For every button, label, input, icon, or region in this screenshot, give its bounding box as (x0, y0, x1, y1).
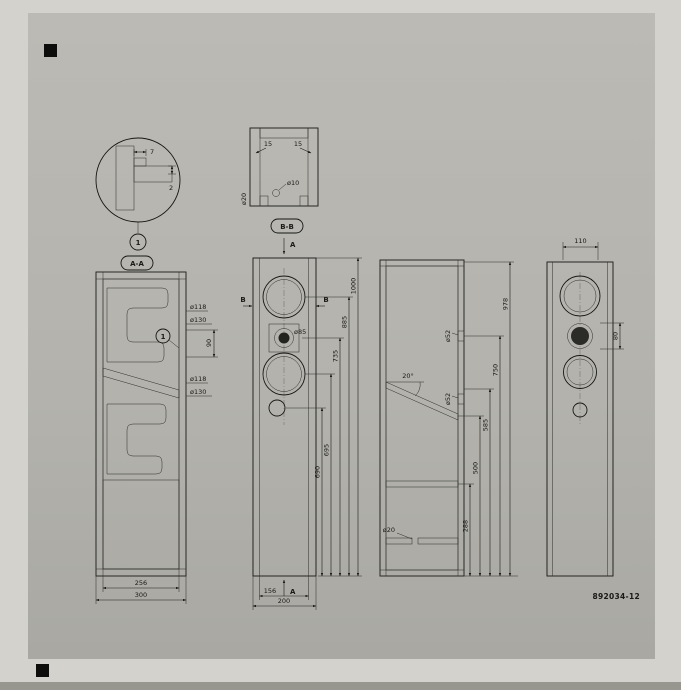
aa-lower-cutout-dim: ø118 (190, 375, 206, 383)
detail-marker: 1 (136, 239, 141, 247)
detail-dim-depth: 2 (169, 184, 173, 192)
front-dim-upper-woofer: 885 (341, 316, 349, 328)
side-section-view: 20° ø52 ø52 ø20 288 500 585 750 978 (379, 259, 518, 577)
bb-edge-hole-dim: ø20 (240, 193, 248, 205)
aa-upper-cutout-dim: ø118 (190, 303, 206, 311)
damping-foam-upper (106, 287, 169, 363)
aa-outer-width-dim: 300 (135, 591, 147, 599)
section-aa-cutaway: 1 ø118 ø130 90 ø118 ø130 256 300 (95, 271, 218, 604)
grey-drawing-panel (28, 13, 655, 659)
brace-angle-dim: 20° (402, 372, 414, 380)
aa-hole-gap-dim: 90 (205, 339, 213, 347)
cut-a-top-label: A (290, 241, 296, 249)
angled-shelf (102, 367, 180, 399)
registration-mark (36, 664, 49, 677)
side-lower-hole-dim: ø52 (444, 393, 452, 405)
front-dim-tweeter: 735 (332, 350, 340, 362)
side-upper-hole-dim: ø52 (444, 330, 452, 342)
detail-1-view: 7 2 1 A-A (95, 137, 181, 271)
rear-top-width-dim: 110 (574, 237, 586, 245)
aa-lower-recess-dim: ø130 (190, 388, 206, 396)
tweeter-dia-dim: ø85 (294, 328, 306, 336)
detail-dim-width: 7 (150, 148, 154, 156)
angled-brace (385, 381, 459, 421)
drawing-number: 892034-12 (592, 592, 640, 601)
registration-mark (44, 44, 57, 57)
front-dim-lower-woofer: 695 (323, 444, 331, 456)
port-hole (268, 399, 286, 417)
rear-port (572, 402, 588, 418)
rear-upper-driver (559, 275, 601, 317)
page-bottom-shadow (0, 682, 681, 690)
damping-foam-lower (106, 403, 167, 475)
side-dim-inner-top: 978 (502, 298, 510, 310)
front-view: A A B B ø85 690 695 735 885 (240, 238, 362, 610)
cut-b-right-label: B (323, 296, 328, 304)
cut-b-left-label: B (240, 296, 245, 304)
rear-lower-driver (563, 355, 597, 389)
bb-hole-dim: ø10 (287, 179, 299, 187)
front-dim-total-height: 1000 (350, 278, 358, 295)
tweeter-plate (268, 323, 300, 353)
tweeter-dome (278, 332, 290, 344)
bb-wall-right-dim: 15 (294, 140, 302, 148)
front-dim-port: 690 (314, 466, 322, 478)
section-bb-label: B-B (280, 223, 294, 231)
cut-a-bottom-label: A (290, 588, 296, 596)
aa-inner-width-dim: 256 (135, 579, 147, 587)
bb-wall-left-dim: 15 (264, 140, 272, 148)
detail-ref-marker: 1 (161, 333, 166, 341)
side-dim-brace-low: 500 (472, 462, 480, 474)
side-dim-upper-hole: 750 (492, 364, 500, 376)
damping-wool (102, 479, 180, 570)
side-bottom-hole-dim: ø20 (383, 526, 395, 534)
section-bb-view: 15 15 ø10 ø20 B-B (240, 127, 319, 234)
aa-upper-recess-dim: ø130 (190, 316, 206, 324)
rear-tweeter-magnet (571, 327, 589, 345)
front-outer-width-dim: 200 (278, 597, 290, 605)
side-dim-shelf: 288 (462, 520, 470, 532)
front-inner-width-dim: 156 (264, 587, 276, 595)
side-dim-brace-high: 585 (482, 419, 490, 431)
rear-tweeter-dim: 80 (612, 332, 620, 340)
rear-view: 110 80 (546, 237, 624, 577)
section-aa-label: A-A (130, 260, 144, 268)
rear-hole-lower (457, 393, 465, 405)
